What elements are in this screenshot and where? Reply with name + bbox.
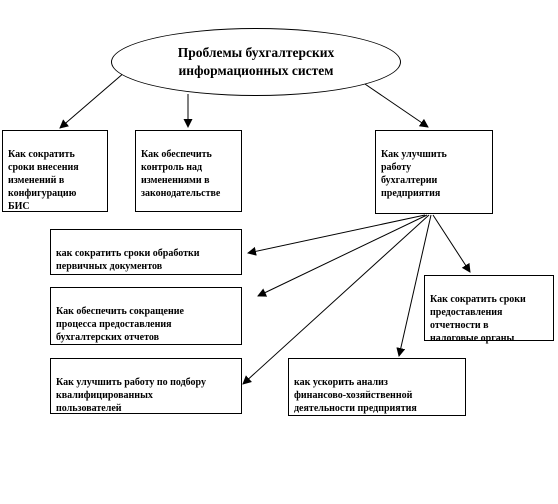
box-legislation-control: Как обеспечить контроль над изменениями …	[135, 130, 242, 212]
arrow-improve-to-reporting	[257, 214, 428, 297]
root-label: Проблемы бухгалтерских информационных си…	[177, 45, 335, 78]
box-primary-documents-label: как сократить сроки обработки первичных …	[56, 248, 200, 272]
box-tax-reporting-label: Как сократить сроки предоставления отчет…	[430, 294, 526, 344]
box-legislation-control-label: Как обеспечить контроль над изменениями …	[141, 149, 221, 199]
box-improve-accounting-label: Как улучшить работу бухгалтерии предприя…	[381, 149, 447, 199]
box-shorten-config-changes: Как сократить сроки внесения изменений в…	[2, 130, 108, 212]
box-shorten-config-changes-label: Как сократить сроки внесения изменений в…	[8, 149, 79, 212]
box-financial-analysis-label: как ускорить анализ финансово-хозяйствен…	[294, 377, 417, 414]
arrow-root-to-improve	[361, 81, 429, 128]
box-improve-accounting: Как улучшить работу бухгалтерии предприя…	[375, 130, 493, 214]
arrow-improve-to-analysis	[396, 214, 432, 357]
box-reporting-process: Как обеспечить сокращение процесса предо…	[50, 287, 242, 345]
arrow-improve-to-primary-docs	[247, 214, 426, 256]
arrow-improve-to-users	[242, 214, 430, 385]
arrow-improve-to-tax	[432, 214, 471, 273]
box-tax-reporting: Как сократить сроки предоставления отчет…	[424, 275, 554, 344]
box-qualified-users: Как улучшить работу по подбору квалифици…	[50, 358, 242, 414]
box-financial-analysis: как ускорить анализ финансово-хозяйствен…	[288, 358, 466, 416]
arrow-root-to-terms	[59, 71, 126, 129]
box-reporting-process-label: Как обеспечить сокращение процесса предо…	[56, 306, 184, 343]
root-ellipse: Проблемы бухгалтерских информационных си…	[111, 28, 401, 96]
box-qualified-users-label: Как улучшить работу по подбору квалифици…	[56, 377, 206, 414]
box-primary-documents: как сократить сроки обработки первичных …	[50, 229, 242, 275]
